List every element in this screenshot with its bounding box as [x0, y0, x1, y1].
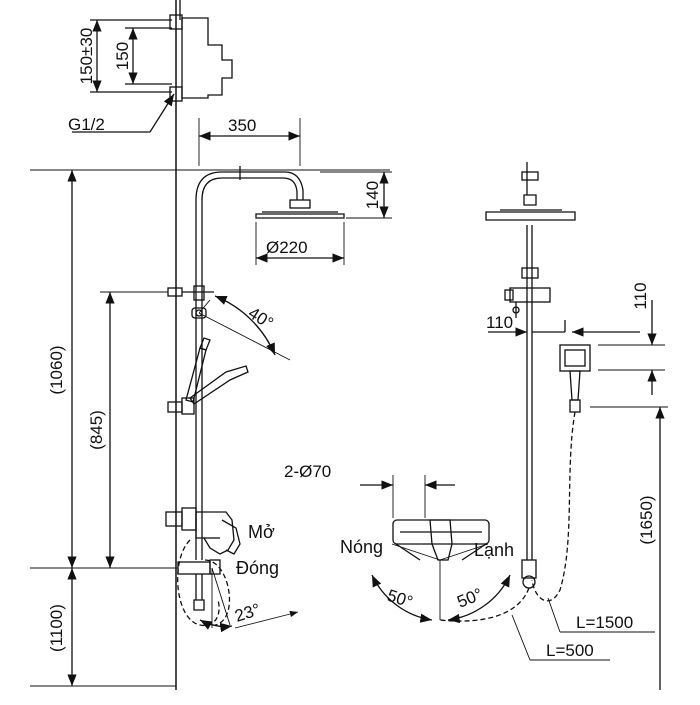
- front-diverter: [509, 287, 551, 303]
- close-label: Đóng: [236, 558, 279, 578]
- top-view: [72, 0, 233, 690]
- total-height-label: (1060): [47, 345, 66, 394]
- arm-length-label: 350: [228, 116, 256, 135]
- floor-height-label: (1100): [47, 604, 66, 652]
- shower-arm-inner: [201, 177, 298, 201]
- overall-height-label: (1650): [637, 495, 656, 544]
- head-diameter-label: Ø220: [266, 238, 308, 257]
- angle-left-label: 50°: [385, 586, 415, 612]
- pipe-length-label: L=500: [546, 641, 594, 660]
- front-mixer-spout: [429, 519, 453, 561]
- head-drop-label: 140: [363, 181, 382, 209]
- dim-150-30-label: 150±30: [77, 28, 96, 85]
- open-label: Mở: [248, 522, 275, 542]
- hose-length-label: L=1500: [576, 613, 633, 632]
- shower-head-plate: [255, 213, 345, 219]
- escutcheon-label: 2-Ø70: [284, 462, 331, 481]
- labels: 150±30 150 G1/2 350 140 Ø220 40° (1060) …: [47, 28, 656, 660]
- lower-valve: [177, 561, 211, 575]
- inlet-upper: [169, 14, 183, 30]
- hot-label: Nóng: [340, 537, 383, 557]
- mixer-top-outline: [181, 17, 233, 99]
- rail-height-label: (845): [87, 410, 106, 450]
- holder-width-label: 110: [486, 313, 513, 332]
- hand-shower-holder: [189, 365, 249, 405]
- front-view: [360, 162, 668, 690]
- thread-label: G1/2: [68, 115, 105, 134]
- holder-height-label: 110: [631, 282, 650, 309]
- side-view: [30, 118, 392, 687]
- front-hose-dashed: [531, 411, 576, 602]
- hose-dashed: [177, 539, 220, 627]
- shower-arm-outer: [195, 171, 304, 201]
- dim-150-label: 150: [113, 42, 132, 70]
- mixer-body-side: [195, 511, 235, 555]
- cold-label: Lạnh: [474, 540, 514, 560]
- front-shower-head: [485, 211, 576, 221]
- shower-head-neck: [289, 199, 311, 209]
- arm-angle-label: 40°: [245, 303, 277, 333]
